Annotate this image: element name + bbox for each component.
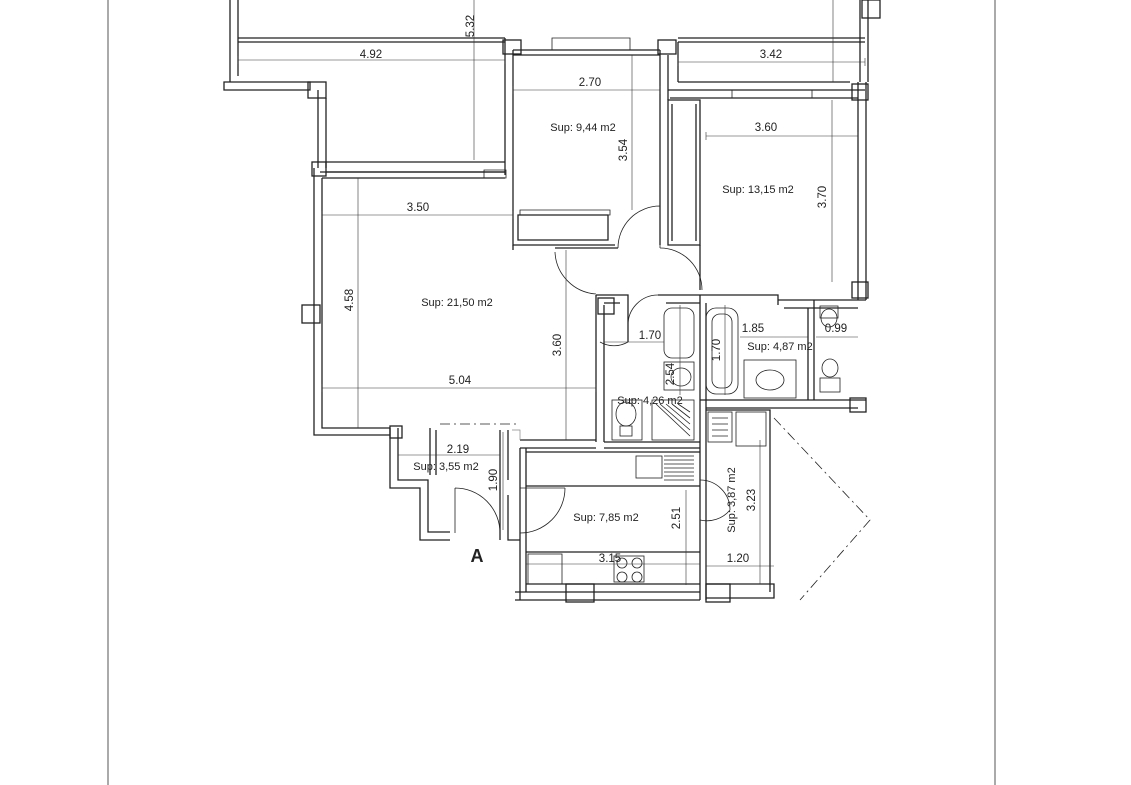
door-swings xyxy=(454,205,871,601)
dim-bath-left-height: 2.54 xyxy=(665,362,677,385)
area-room-top-right: Sup: 13,15 m2 xyxy=(722,184,794,196)
dim-room-center-height: 3.54 xyxy=(618,138,630,161)
dimension-labels: 5.32 4.92 3.42 2.70 3.54 3.60 3.70 3.50 … xyxy=(344,15,847,565)
entrance-label: A xyxy=(471,546,484,566)
dim-kitchen-width: 3.15 xyxy=(599,553,621,565)
area-kitchen: Sup: 7,85 m2 xyxy=(573,512,638,524)
area-bath-right: Sup: 4,87 m2 xyxy=(747,341,812,353)
kitchen-walls xyxy=(515,409,775,603)
area-living: Sup: 21,50 m2 xyxy=(421,297,493,309)
dim-tub-height: 1.70 xyxy=(711,339,723,361)
dim-room-right-width: 3.60 xyxy=(755,122,777,134)
dim-room-center-width: 2.70 xyxy=(579,77,601,89)
dim-laundry-height: 3.23 xyxy=(746,489,758,511)
area-labels: Sup: 9,44 m2 Sup: 13,15 m2 Sup: 21,50 m2… xyxy=(413,122,812,533)
hall-walls xyxy=(389,423,520,541)
dim-bath-right-width: 1.85 xyxy=(742,323,764,335)
dim-laundry-width: 1.20 xyxy=(727,553,749,565)
dim-top-left-height: 5.32 xyxy=(465,15,477,37)
upper-rooms xyxy=(512,49,869,300)
dim-living-height: 4.58 xyxy=(344,289,356,311)
dim-hall-width: 2.19 xyxy=(447,444,469,456)
dim-living-height-right: 3.60 xyxy=(552,334,564,356)
dim-hall-height: 1.90 xyxy=(488,469,500,491)
dim-top-right-width: 3.42 xyxy=(760,49,782,61)
living-room-walls xyxy=(301,161,618,449)
dim-living-width-top: 3.50 xyxy=(407,202,429,214)
top-terrace xyxy=(223,0,881,210)
area-hall: Sup: 3,55 m2 xyxy=(413,461,478,473)
area-room-top-center: Sup: 9,44 m2 xyxy=(550,122,615,134)
bathrooms xyxy=(596,294,867,449)
dim-living-width-bottom: 5.04 xyxy=(449,375,472,387)
dim-kitchen-height: 2.51 xyxy=(671,507,683,529)
dim-top-left-width: 4.92 xyxy=(360,49,382,61)
dim-room-right-height: 3.70 xyxy=(817,186,829,208)
dim-bath-left-width: 1.70 xyxy=(639,330,661,342)
area-laundry: Sup: 3,87 m2 xyxy=(726,467,738,532)
dimension-lines xyxy=(237,0,866,585)
dim-wc-width: 0.99 xyxy=(825,323,847,335)
area-bath-left: Sup: 4,26 m2 xyxy=(617,395,682,407)
